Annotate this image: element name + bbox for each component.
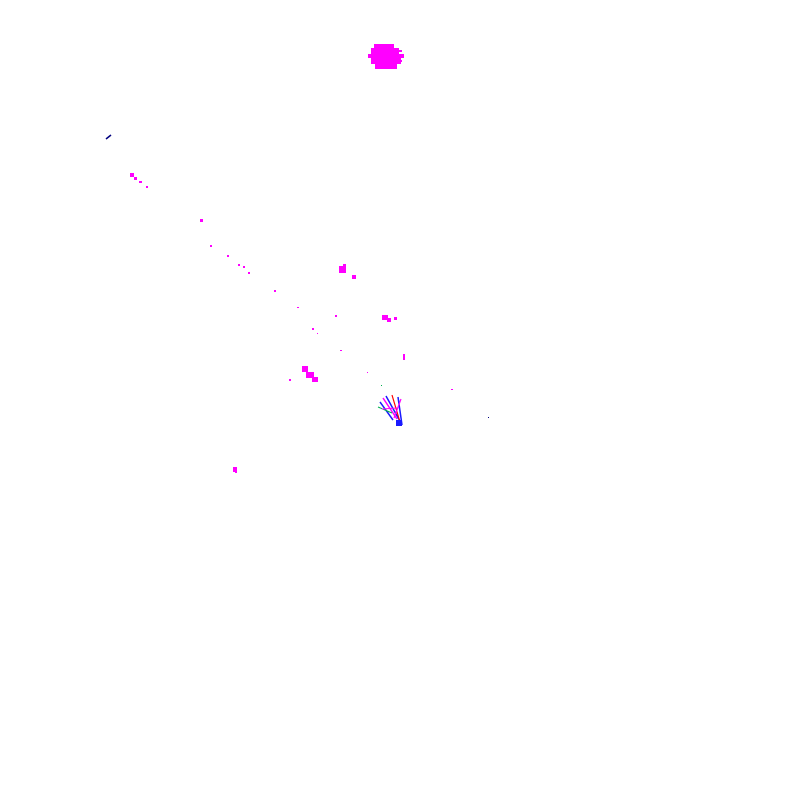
lower-left-speck <box>233 467 237 473</box>
tiny-speck <box>381 385 382 386</box>
dark-dash-mark <box>105 134 112 140</box>
cluster-right-middle <box>382 315 397 322</box>
diagonal-speck-trail <box>130 173 453 390</box>
tiny-speck <box>367 372 368 373</box>
central-multicolor-burst <box>377 394 403 426</box>
top-magenta-blob <box>368 44 404 69</box>
tiny-speck <box>488 417 489 418</box>
cluster-upper-middle <box>339 264 356 279</box>
cluster-left-middle <box>289 366 318 382</box>
